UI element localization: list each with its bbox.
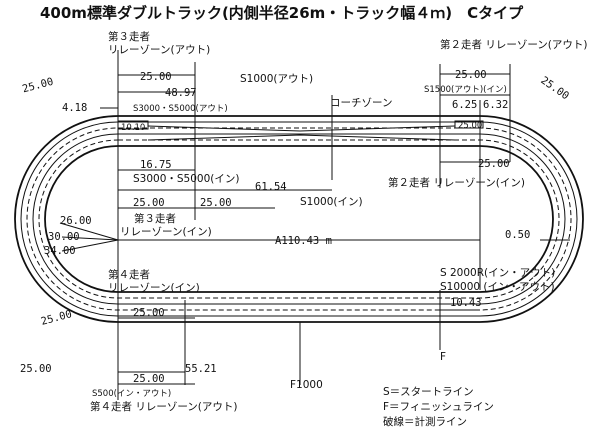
dim-1010: 10.10 bbox=[121, 123, 145, 133]
start-box-right bbox=[454, 120, 484, 129]
dim-1043: 10.43 bbox=[450, 297, 482, 309]
dim-34: 34.00 bbox=[44, 245, 76, 257]
dim-a110: A110.43 m bbox=[275, 235, 332, 247]
dimension-lines bbox=[100, 73, 570, 385]
legend-b: 破線＝計測ライン bbox=[383, 415, 467, 428]
dim-25d: 25.00 bbox=[200, 197, 232, 209]
start-s1500: S1500(アウト)(イン) bbox=[424, 85, 507, 95]
dim-25k: 25.00 bbox=[40, 308, 74, 328]
start-s3000-out: S3000・S5000(アウト) bbox=[133, 104, 228, 114]
dim-1675: 16.75 bbox=[140, 159, 172, 171]
dim-6154: 61.54 bbox=[255, 181, 287, 193]
dim-48: 48.97 bbox=[165, 87, 197, 99]
dim-30: 30.00 bbox=[48, 231, 80, 243]
z4-in-l2: リレーゾーン(イン) bbox=[108, 282, 200, 294]
start-s500: S500(イン・アウト) bbox=[92, 389, 171, 399]
coach-zone: コーチゾーン bbox=[330, 97, 392, 109]
legend-s: S＝スタートライン bbox=[383, 386, 474, 398]
start-s10000: S10000 (イン・アウト) bbox=[440, 281, 555, 293]
start-s1000-out: S1000(アウト) bbox=[240, 73, 313, 85]
dim-5521: 55.21 bbox=[185, 363, 217, 375]
dim-2500s: 25.00 bbox=[458, 121, 482, 131]
start-f: F bbox=[440, 351, 446, 363]
radius-lines bbox=[59, 222, 119, 252]
dim-25i: 25.00 bbox=[133, 373, 165, 385]
dim-418: 4.18 bbox=[62, 102, 87, 114]
diagram-title: 400m標準ダブルトラック(内側半径26m・トラック幅４ｍ) Cタイプ bbox=[40, 4, 524, 22]
z4-in-l1: 第４走者 bbox=[108, 268, 150, 281]
z3-out-l1: 第３走者 bbox=[108, 30, 150, 43]
track-outline bbox=[14, 115, 584, 323]
dim-25h: 25.00 bbox=[133, 307, 165, 319]
legend-f: F＝フィニッシュライン bbox=[383, 401, 494, 413]
start-f1000: F1000 bbox=[290, 379, 323, 391]
dim-25c: 25.00 bbox=[133, 197, 165, 209]
z2-in-label: 第２走者 リレーゾーン(イン) bbox=[388, 176, 525, 189]
z3-in-l2: リレーゾーン(イン) bbox=[120, 226, 212, 238]
dim-625: 6.25 bbox=[452, 99, 477, 111]
dim-26: 26.00 bbox=[60, 215, 92, 227]
dim-050: 0.50 bbox=[505, 229, 530, 241]
dim-25a: 25.00 bbox=[21, 76, 55, 96]
start-s1000-in: S1000(イン) bbox=[300, 196, 363, 208]
dim-25l: 25.00 bbox=[20, 363, 52, 375]
start-s3000-in: S3000・S5000(イン) bbox=[133, 173, 239, 185]
dim-25b: 25.00 bbox=[140, 71, 172, 83]
z4-out-label: 第４走者 リレーゾーン(アウト) bbox=[90, 400, 238, 413]
z3-out-l2: リレーゾーン(アウト) bbox=[108, 44, 210, 56]
dim-25m: 25.00 bbox=[538, 74, 571, 102]
start-s2000: S 2000R(イン・アウト) bbox=[440, 267, 555, 279]
z3-in-l1: 第３走者 bbox=[134, 212, 176, 225]
dim-25e: 25.00 bbox=[455, 69, 487, 81]
z2-out-label: 第２走者 リレーゾーン(アウト) bbox=[440, 38, 588, 51]
dim-25f: 25.00 bbox=[478, 158, 510, 170]
dim-632: 6.32 bbox=[483, 99, 508, 111]
